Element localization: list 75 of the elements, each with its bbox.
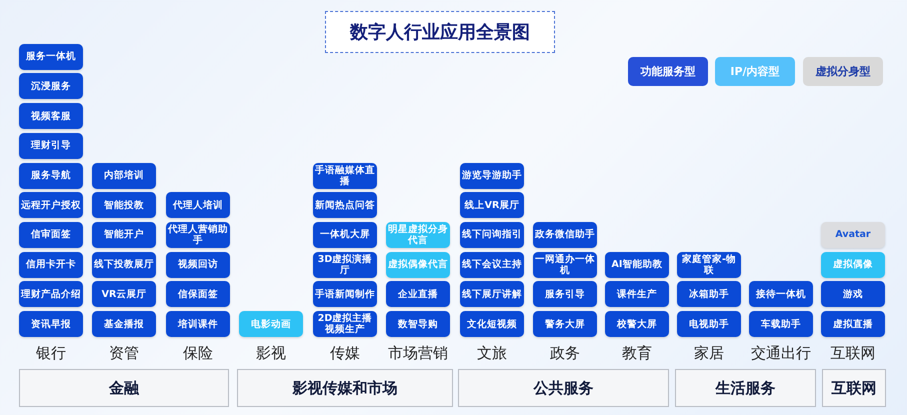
application-tile: 手语新闻制作	[313, 281, 377, 308]
sector-bar: 生活服务	[675, 369, 816, 407]
legend-swatch: 功能服务型	[628, 57, 708, 86]
application-tile: 一体机大屏	[313, 222, 377, 248]
sector-bar: 公共服务	[458, 369, 669, 407]
legend-swatch: 虚拟分身型	[803, 57, 883, 86]
application-tile: 理财产品介绍	[19, 281, 83, 308]
application-tile: 智能开户	[92, 222, 156, 248]
application-tile: 数智导购	[386, 311, 450, 337]
application-tile: VR云展厅	[92, 281, 156, 308]
application-tile: 服务一体机	[19, 44, 83, 70]
application-tile: 培训课件	[166, 311, 230, 337]
legend-swatch: IP/内容型	[715, 57, 795, 86]
application-tile: 线下会议主持	[460, 252, 524, 278]
application-tile: 家庭管家-物联	[677, 252, 741, 278]
application-tile: 游戏	[821, 281, 885, 308]
application-tile: 一网通办一体机	[533, 252, 597, 278]
industry-label: 家居	[693, 344, 725, 363]
application-tile: 警务大屏	[533, 311, 597, 337]
application-tile: 智能投教	[92, 192, 156, 218]
application-tile: 线下投教展厅	[92, 252, 156, 278]
application-tile: 服务引导	[533, 281, 597, 308]
application-tile: 资讯早报	[19, 311, 83, 337]
application-tile: 虚拟直播	[821, 311, 885, 337]
application-tile: 企业直播	[386, 281, 450, 308]
sector-bar: 金融	[19, 369, 229, 407]
application-tile: 车载助手	[749, 311, 813, 337]
title: 数字人行业应用全景图	[325, 11, 555, 53]
application-tile: 政务微信助手	[533, 222, 597, 248]
industry-label: 文旅	[476, 344, 508, 363]
industry-label: 保险	[182, 344, 214, 363]
industry-label: 市场营销	[387, 344, 449, 363]
sector-bar: 互联网	[822, 369, 886, 407]
industry-label: 政务	[549, 344, 581, 363]
industry-label: 教育	[621, 344, 653, 363]
application-tile: 虚拟偶像代言	[386, 252, 450, 278]
application-tile: 冰箱助手	[677, 281, 741, 308]
application-tile: 信保面签	[166, 281, 230, 308]
application-tile: 代理人培训	[166, 192, 230, 218]
application-tile: 线下展厅讲解	[460, 281, 524, 308]
industry-label: 传媒	[329, 344, 361, 363]
industry-label: 互联网	[830, 344, 876, 363]
application-tile: 电视助手	[677, 311, 741, 337]
application-tile: 代理人营销助手	[166, 222, 230, 248]
application-tile: 线上VR展厅	[460, 192, 524, 218]
sector-bar: 影视传媒和市场	[237, 369, 453, 407]
application-tile: 新闻热点问答	[313, 192, 377, 218]
industry-label: 银行	[35, 344, 67, 363]
application-tile: 服务导航	[19, 162, 83, 188]
application-tile: 游览导游助手	[460, 162, 524, 188]
application-tile: 内部培训	[92, 162, 156, 188]
application-tile: Avatar	[821, 222, 885, 248]
application-tile: 手语融媒体直播	[313, 162, 377, 188]
application-tile: 视频回访	[166, 252, 230, 278]
application-tile: 信审面签	[19, 222, 83, 248]
application-tile: 3D虚拟演播厅	[313, 252, 377, 278]
application-tile: 远程开户授权	[19, 192, 83, 218]
application-tile: 明星虚拟分身代言	[386, 222, 450, 248]
application-tile: 视频客服	[19, 103, 83, 130]
application-tile: 2D虚拟主播视频生产	[313, 311, 377, 337]
application-tile: 电影动画	[239, 311, 303, 337]
application-tile: 沉浸服务	[19, 73, 83, 100]
industry-label: 资管	[108, 344, 140, 363]
application-tile: 虚拟偶像	[821, 252, 885, 278]
application-tile: 校警大屏	[605, 311, 669, 337]
industry-label: 交通出行	[750, 344, 812, 363]
application-tile: 文化短视频	[460, 311, 524, 337]
industry-label: 影视	[255, 344, 287, 363]
application-tile: 信用卡开卡	[19, 252, 83, 278]
application-tile: 课件生产	[605, 281, 669, 308]
application-tile: 线下问询指引	[460, 222, 524, 248]
application-tile: 基金播报	[92, 311, 156, 337]
application-tile: 理财引导	[19, 132, 83, 159]
application-tile: AI智能助教	[605, 252, 669, 278]
application-tile: 接待一体机	[749, 281, 813, 308]
